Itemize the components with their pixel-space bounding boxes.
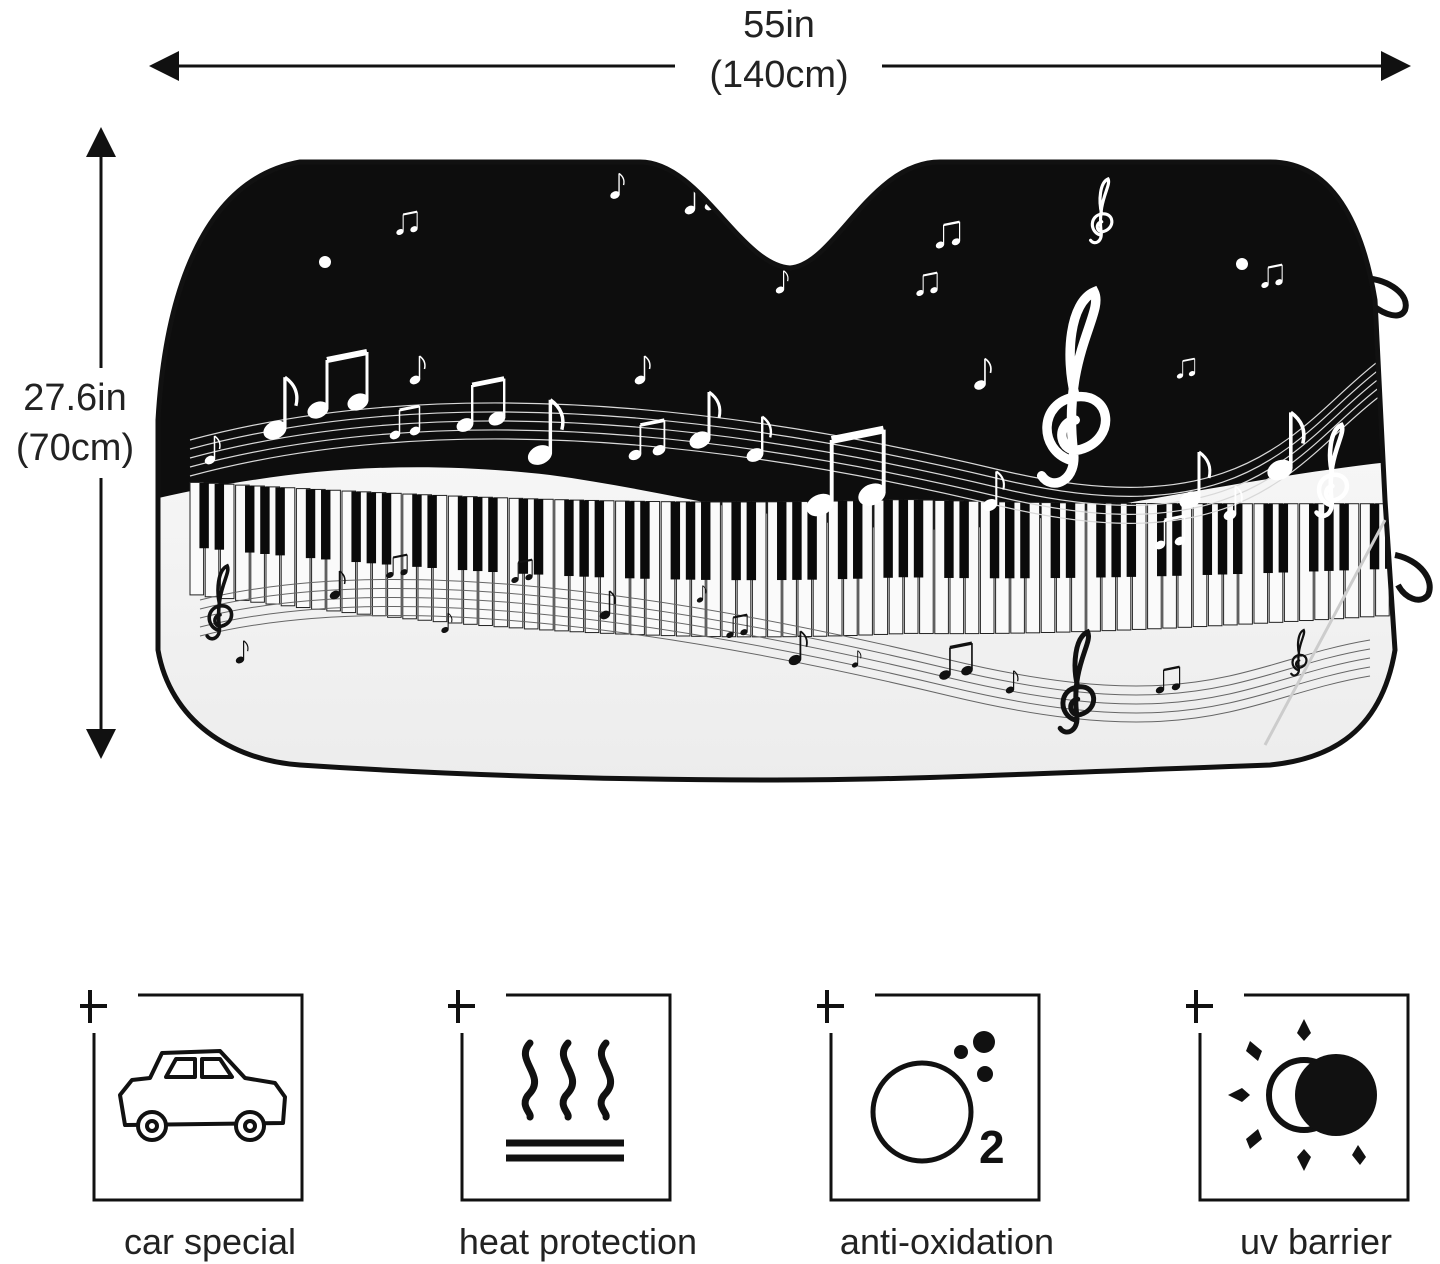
feature-card-heat-protection: heat protection bbox=[448, 985, 708, 1262]
feature-label: heat protection bbox=[458, 1221, 698, 1262]
oxygen-icon: 2 bbox=[870, 1031, 1005, 1173]
svg-text:2: 2 bbox=[979, 1121, 1005, 1173]
product-diagram bbox=[86, 51, 1433, 783]
feature-card-uv-barrier: uv barrier bbox=[1186, 985, 1440, 1262]
feature-card-anti-oxidation: 2 anti-oxidation bbox=[817, 985, 1077, 1262]
heat-icon bbox=[506, 1039, 624, 1162]
car-icon bbox=[118, 1049, 287, 1142]
width-inches: 55in bbox=[743, 4, 815, 46]
strap-lower bbox=[1394, 552, 1433, 603]
strap-upper bbox=[1364, 275, 1409, 319]
shade-outline bbox=[155, 159, 1398, 783]
height-dimension-label: 27.6in (70cm) bbox=[0, 373, 150, 473]
sunshade bbox=[158, 162, 1395, 780]
piano-keyboard bbox=[189, 481, 1395, 638]
feature-label: car special bbox=[123, 1221, 297, 1262]
height-inches: 27.6in bbox=[23, 377, 127, 419]
height-centimeters: (70cm) bbox=[15, 427, 135, 469]
white-music-notes bbox=[189, 172, 1381, 550]
feature-card-car-special: car special bbox=[80, 985, 340, 1262]
feature-label: anti-oxidation bbox=[839, 1221, 1055, 1262]
width-centimeters: (140cm) bbox=[709, 54, 849, 96]
fold-crease bbox=[1263, 519, 1387, 746]
width-dimension-label: 55in (140cm) bbox=[679, 0, 879, 100]
shade-black-area bbox=[158, 162, 1395, 530]
feature-label: uv barrier bbox=[1239, 1221, 1393, 1262]
black-music-notes bbox=[199, 553, 1371, 735]
sun-icon bbox=[1228, 1019, 1377, 1171]
